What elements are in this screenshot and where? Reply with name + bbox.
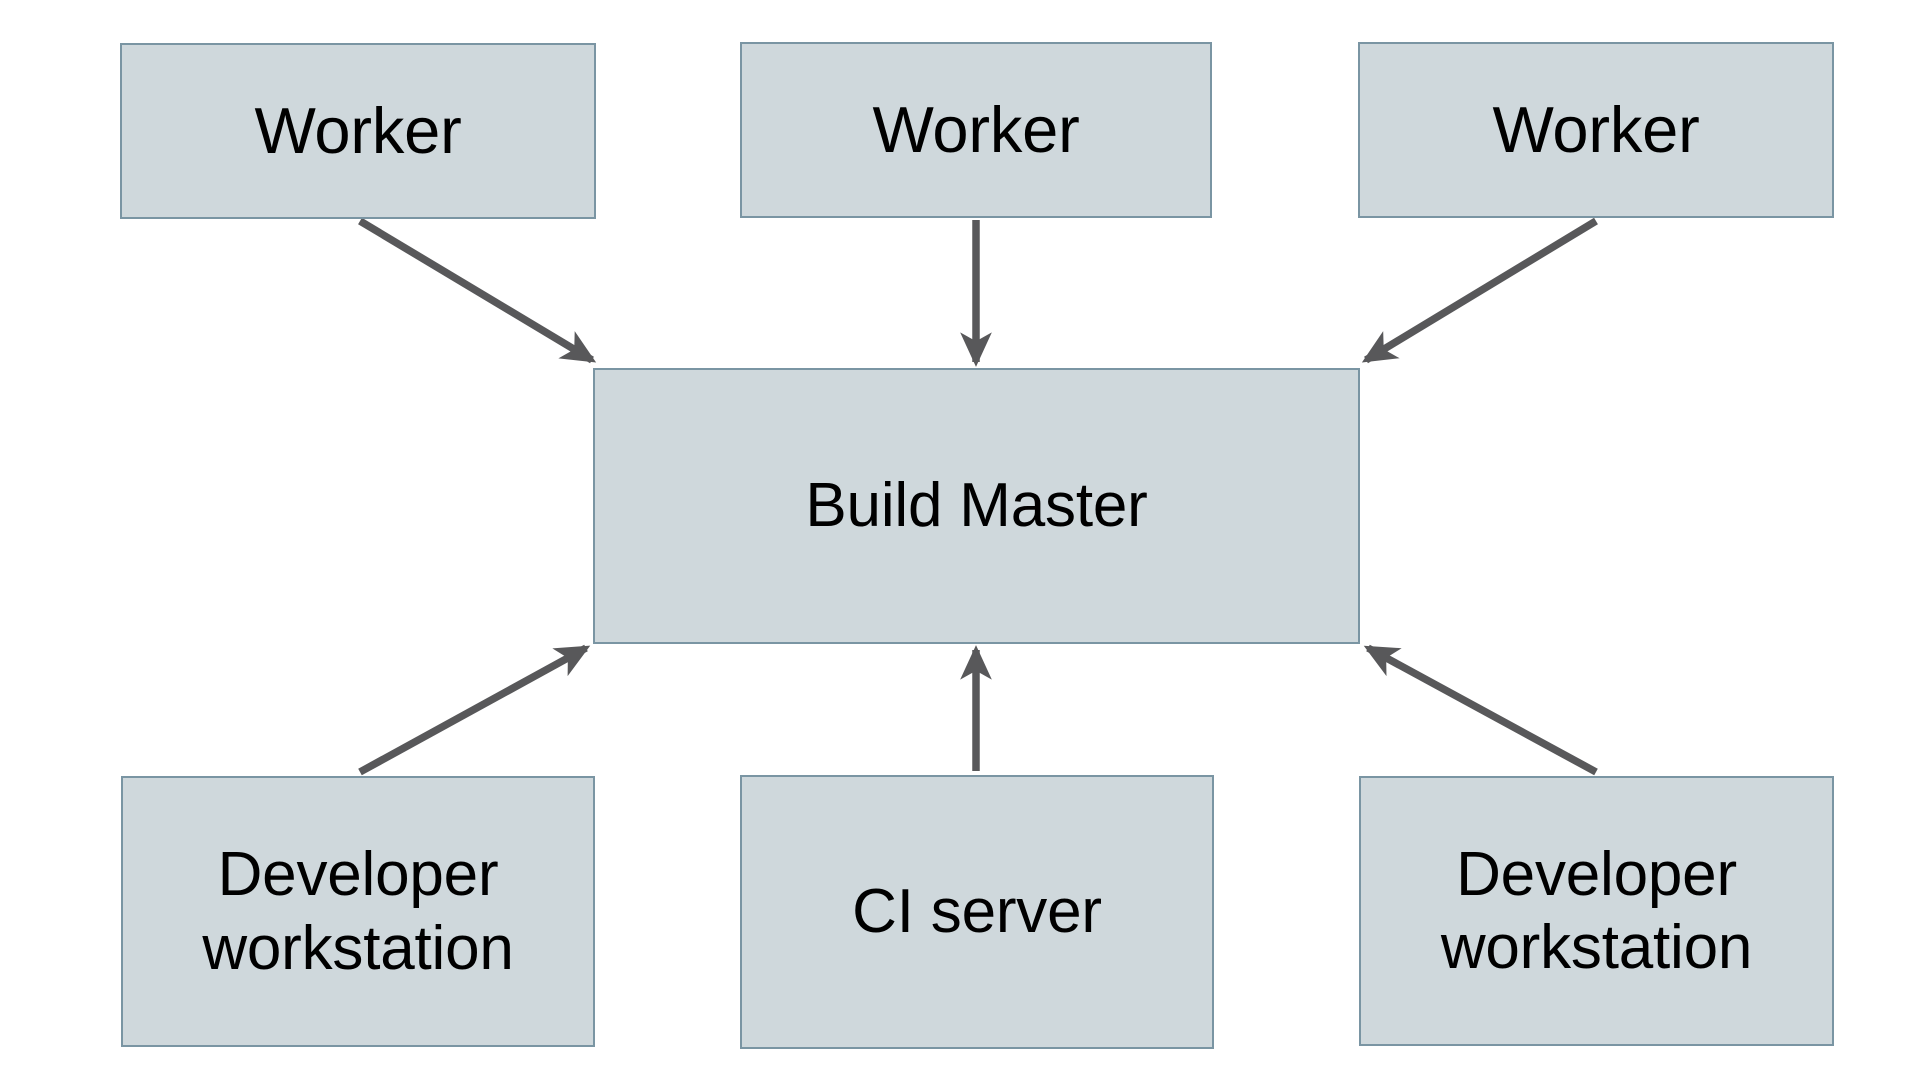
- edge-worker-3-to-build-master: [1361, 217, 1598, 364]
- node-build-master[interactable]: Build Master: [593, 368, 1360, 644]
- node-dev-workstation-right-label: Developer workstation: [1440, 839, 1753, 982]
- node-worker-3[interactable]: Worker: [1358, 42, 1834, 218]
- edge-dev-left-to-build-master: [358, 644, 591, 776]
- edge-dev-right-to-build-master: [1363, 644, 1598, 776]
- node-worker-2[interactable]: Worker: [740, 42, 1212, 218]
- node-dev-workstation-right[interactable]: Developer workstation: [1359, 776, 1834, 1046]
- node-ci-server-label: CI server: [852, 877, 1102, 947]
- node-build-master-label: Build Master: [805, 471, 1148, 541]
- node-worker-3-label: Worker: [1492, 92, 1700, 166]
- node-ci-server[interactable]: CI server: [740, 775, 1214, 1049]
- node-dev-workstation-left[interactable]: Developer workstation: [121, 776, 595, 1047]
- node-worker-2-label: Worker: [872, 92, 1080, 166]
- edge-worker-1-to-build-master: [358, 217, 597, 364]
- node-worker-1[interactable]: Worker: [120, 43, 596, 219]
- node-dev-workstation-left-label: Developer workstation: [202, 840, 514, 983]
- node-worker-1-label: Worker: [254, 93, 462, 167]
